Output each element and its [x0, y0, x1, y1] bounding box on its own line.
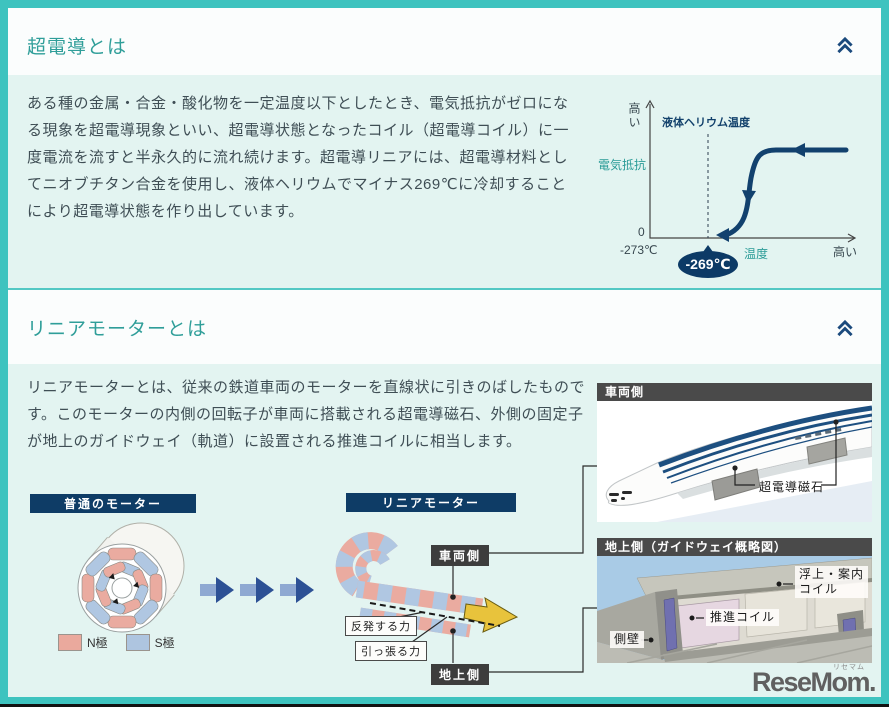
collapse-chevron-icon[interactable] — [834, 317, 856, 339]
frame-border-left — [0, 0, 8, 704]
repulsion-force-label: 反発する力 — [345, 616, 417, 636]
ground-side-image-header: 地上側（ガイドウェイ概略図） — [597, 538, 872, 556]
ground-side-tag: 地上側 — [431, 664, 490, 685]
page-title-superconductivity: 超電導とは — [27, 37, 128, 58]
maglev-train-illustration — [597, 401, 872, 522]
frame-border-top — [0, 0, 889, 8]
chart-canvas — [645, 99, 857, 243]
temperature-badge: -269℃ — [678, 251, 738, 278]
bottom-black-strip — [0, 704, 889, 707]
resemom-logo-ruby: リセマム — [833, 664, 865, 671]
s-pole-label: S極 — [154, 636, 175, 650]
section-superconductivity-content — [8, 75, 881, 288]
linear-motor-body-text: リニアモーターとは、従来の鉄道車両のモーターを直線状に引きのばしたものです。この… — [27, 379, 586, 450]
pulling-force-label: 引っ張る力 — [355, 641, 427, 661]
superconducting-magnet-label: 超電導磁石 — [759, 480, 825, 494]
transform-arrows-icon — [200, 577, 314, 603]
resemom-logo: リセマム ReseMom. — [745, 662, 877, 697]
section-linear-motor-header[interactable] — [8, 290, 881, 364]
collapse-chevron-icon[interactable] — [834, 34, 856, 56]
section-divider — [8, 288, 881, 290]
linear-motor-title: リニアモーター — [346, 493, 516, 512]
vehicle-side-tag: 車両側 — [431, 545, 490, 566]
pole-legend: N極 S極 — [58, 634, 175, 651]
xaxis-origin-label: -273℃ — [620, 243, 658, 257]
section-superconductivity-header[interactable] — [8, 8, 881, 75]
levitation-guidance-coil-label: 浮上・案内 コイル — [795, 566, 869, 598]
frame-border-right — [881, 0, 889, 704]
ground-side-image: 地上側（ガイドウェイ概略図） — [597, 538, 872, 663]
ordinary-motor-illustration — [77, 522, 185, 633]
ordinary-motor-title: 普通のモーター — [30, 494, 196, 513]
yaxis-high-label: 高い — [627, 102, 641, 130]
resistance-temperature-chart: 高い 液体ヘリウム温度 電気抵抗 0 -273℃ -269℃ 温度 高い — [596, 88, 882, 284]
n-pole-swatch — [58, 634, 82, 651]
superconductivity-body-text: ある種の金属・合金・酸化物を一定温度以下としたとき、電気抵抗がゼロになる現象を超… — [27, 95, 570, 220]
badge-pointer — [703, 245, 713, 252]
vehicle-side-image-header: 車両側 — [597, 383, 872, 401]
side-wall-label: 側壁 — [610, 631, 645, 648]
s-pole-swatch — [125, 634, 150, 651]
xaxis-high-label: 高い — [833, 245, 858, 259]
n-pole-label: N極 — [87, 636, 108, 650]
annotation-liquid-helium: 液体ヘリウム温度 — [662, 117, 750, 129]
propulsion-coil-label: 推進コイル — [706, 609, 780, 626]
zero-label: 0 — [638, 225, 645, 239]
resemom-logo-text: ReseMom. — [751, 667, 877, 697]
page-title-linear-motor: リニアモーターとは — [27, 319, 208, 340]
vehicle-side-image: 車両側 — [597, 383, 872, 522]
xaxis-label: 温度 — [744, 247, 769, 261]
frame-border-bottom — [0, 697, 889, 704]
yaxis-label: 電気抵抗 — [598, 158, 647, 172]
